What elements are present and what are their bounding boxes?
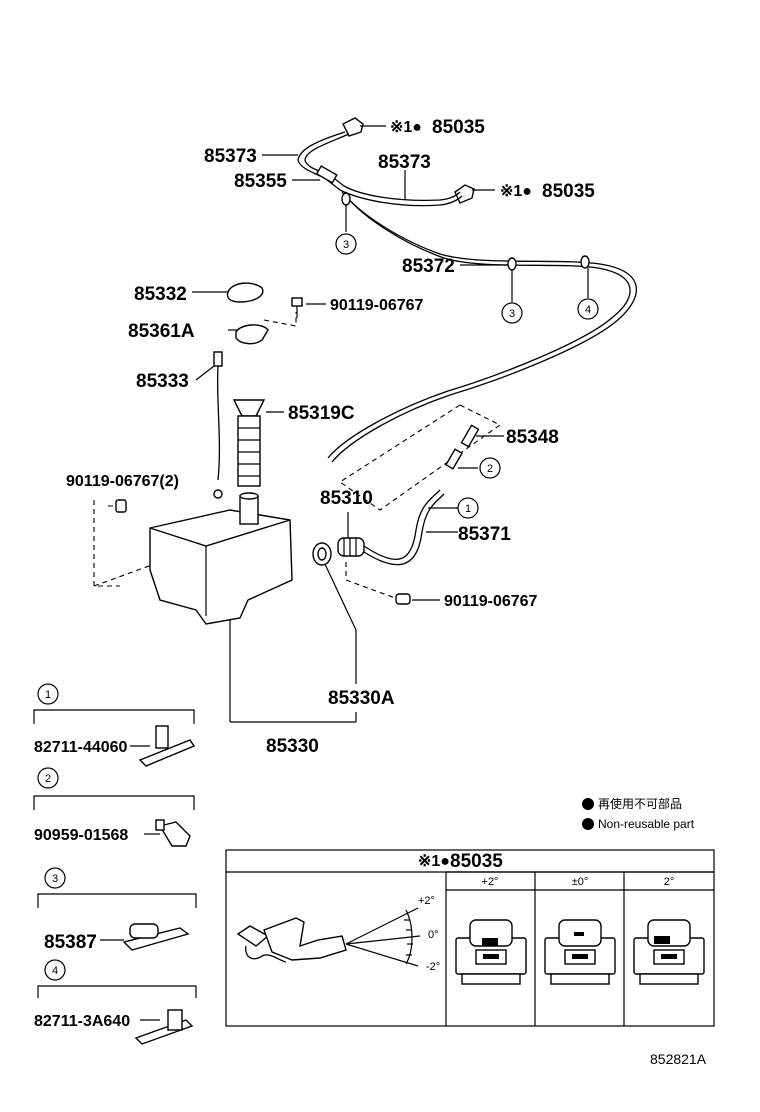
bolt-90119-left-icon[interactable] bbox=[115, 499, 127, 513]
note-prefix-upper: ※1● bbox=[390, 119, 422, 136]
angle-table: ※1● 85035 +2° ±0° 2° +2° 0° -2° bbox=[225, 849, 715, 1027]
svg-text:4: 4 bbox=[585, 304, 591, 316]
label-85355: 85355 bbox=[234, 171, 287, 192]
label-85373-left: 85373 bbox=[204, 146, 257, 167]
label-85310: 85310 bbox=[320, 488, 373, 509]
table-col-minus: 2° bbox=[664, 876, 675, 888]
sub-part-90959-01568: 90959-01568 bbox=[34, 827, 128, 844]
table-col-plus: +2° bbox=[482, 876, 499, 888]
label-85035-upper: 85035 bbox=[432, 117, 485, 138]
washer-tank-85330-icon[interactable] bbox=[149, 492, 293, 625]
legend-en: Non-reusable part bbox=[598, 817, 695, 831]
angle-zero-label: 0° bbox=[428, 929, 439, 941]
label-85332: 85332 bbox=[134, 284, 187, 305]
label-90119-upper: 90119-06767 bbox=[330, 297, 424, 314]
check-valve-85348-icon[interactable] bbox=[445, 424, 480, 470]
label-85330A: 85330A bbox=[328, 688, 395, 709]
part-labels: ※1● 85035 85373 85373 85355 ※1● 85035 85… bbox=[66, 117, 595, 757]
filler-neck-85319C-icon[interactable] bbox=[232, 399, 266, 487]
nozzle-front-minus-icon bbox=[633, 919, 705, 985]
dashed-lines bbox=[93, 312, 502, 599]
sub-part-85387: 85387 bbox=[44, 932, 97, 953]
svg-text:3: 3 bbox=[509, 308, 515, 320]
nozzle-front-zero-icon bbox=[544, 919, 616, 985]
table-title: 85035 bbox=[450, 851, 503, 872]
pump-85310-icon[interactable] bbox=[337, 537, 365, 557]
clip-85387-icon[interactable] bbox=[100, 923, 190, 951]
clip-90959-01568-icon[interactable] bbox=[144, 819, 191, 847]
nozzle-right-icon[interactable] bbox=[454, 184, 495, 204]
sub-part-refs: 1 82711-44060 2 90959-01568 3 85387 bbox=[33, 683, 197, 1045]
svg-text:4: 4 bbox=[52, 965, 58, 977]
label-90119-2: 90119-06767(2) bbox=[66, 473, 179, 490]
note-prefix-right: ※1● bbox=[500, 183, 532, 200]
grommet-85330A-icon[interactable] bbox=[312, 542, 332, 566]
label-90119-lower: 90119-06767 bbox=[444, 593, 538, 610]
label-85348: 85348 bbox=[506, 427, 559, 448]
legend-jp: 再使用不可部品 bbox=[598, 796, 682, 811]
table-col-zero: ±0° bbox=[572, 876, 589, 888]
sub-part-82711-3A640: 82711-3A640 bbox=[34, 1013, 130, 1030]
svg-text:1: 1 bbox=[465, 503, 471, 515]
svg-text:3: 3 bbox=[343, 239, 349, 251]
nozzle-upper-icon[interactable] bbox=[342, 117, 386, 137]
level-gauge-85333-icon[interactable] bbox=[213, 351, 223, 499]
hose-85371-icon[interactable] bbox=[363, 489, 445, 566]
svg-text:2: 2 bbox=[45, 773, 51, 785]
label-85361A: 85361A bbox=[128, 321, 195, 342]
hose-assembly bbox=[297, 117, 638, 463]
label-85035-right: 85035 bbox=[542, 181, 595, 202]
connector-85355-icon[interactable] bbox=[315, 165, 338, 184]
cap-85332-icon[interactable] bbox=[226, 282, 264, 303]
table-title-prefix: ※1● bbox=[418, 853, 450, 870]
label-85330: 85330 bbox=[266, 736, 319, 757]
angle-minus-label: -2° bbox=[426, 961, 440, 973]
clip-82711-44060-icon[interactable] bbox=[130, 725, 196, 767]
svg-text:2: 2 bbox=[487, 463, 493, 475]
leader-lines bbox=[192, 154, 508, 723]
bolt-90119-upper-icon[interactable] bbox=[291, 297, 303, 318]
label-85333: 85333 bbox=[136, 371, 189, 392]
angle-plus-label: +2° bbox=[418, 895, 435, 907]
bracket-85361A-icon[interactable] bbox=[235, 324, 269, 345]
circle-refs-main: 3 3 4 2 1 bbox=[335, 233, 599, 519]
svg-text:3: 3 bbox=[52, 873, 58, 885]
non-reusable-dot-icon-en bbox=[582, 818, 594, 830]
nozzle-front-plus-icon bbox=[455, 919, 527, 985]
figure-id: 852821A bbox=[650, 1051, 707, 1067]
non-reusable-dot-icon bbox=[582, 798, 594, 810]
label-85371: 85371 bbox=[458, 524, 511, 545]
svg-text:1: 1 bbox=[45, 689, 51, 701]
clip-82711-3A640-icon[interactable] bbox=[134, 1009, 194, 1045]
bolt-90119-lower-icon[interactable] bbox=[395, 593, 411, 605]
label-85373-right: 85373 bbox=[378, 152, 431, 173]
label-85372: 85372 bbox=[402, 256, 455, 277]
legend: 再使用不可部品 Non-reusable part bbox=[582, 796, 695, 831]
nozzle-side-view-icon bbox=[236, 907, 421, 967]
label-85319C: 85319C bbox=[288, 403, 355, 424]
sub-part-82711-44060: 82711-44060 bbox=[34, 739, 128, 756]
